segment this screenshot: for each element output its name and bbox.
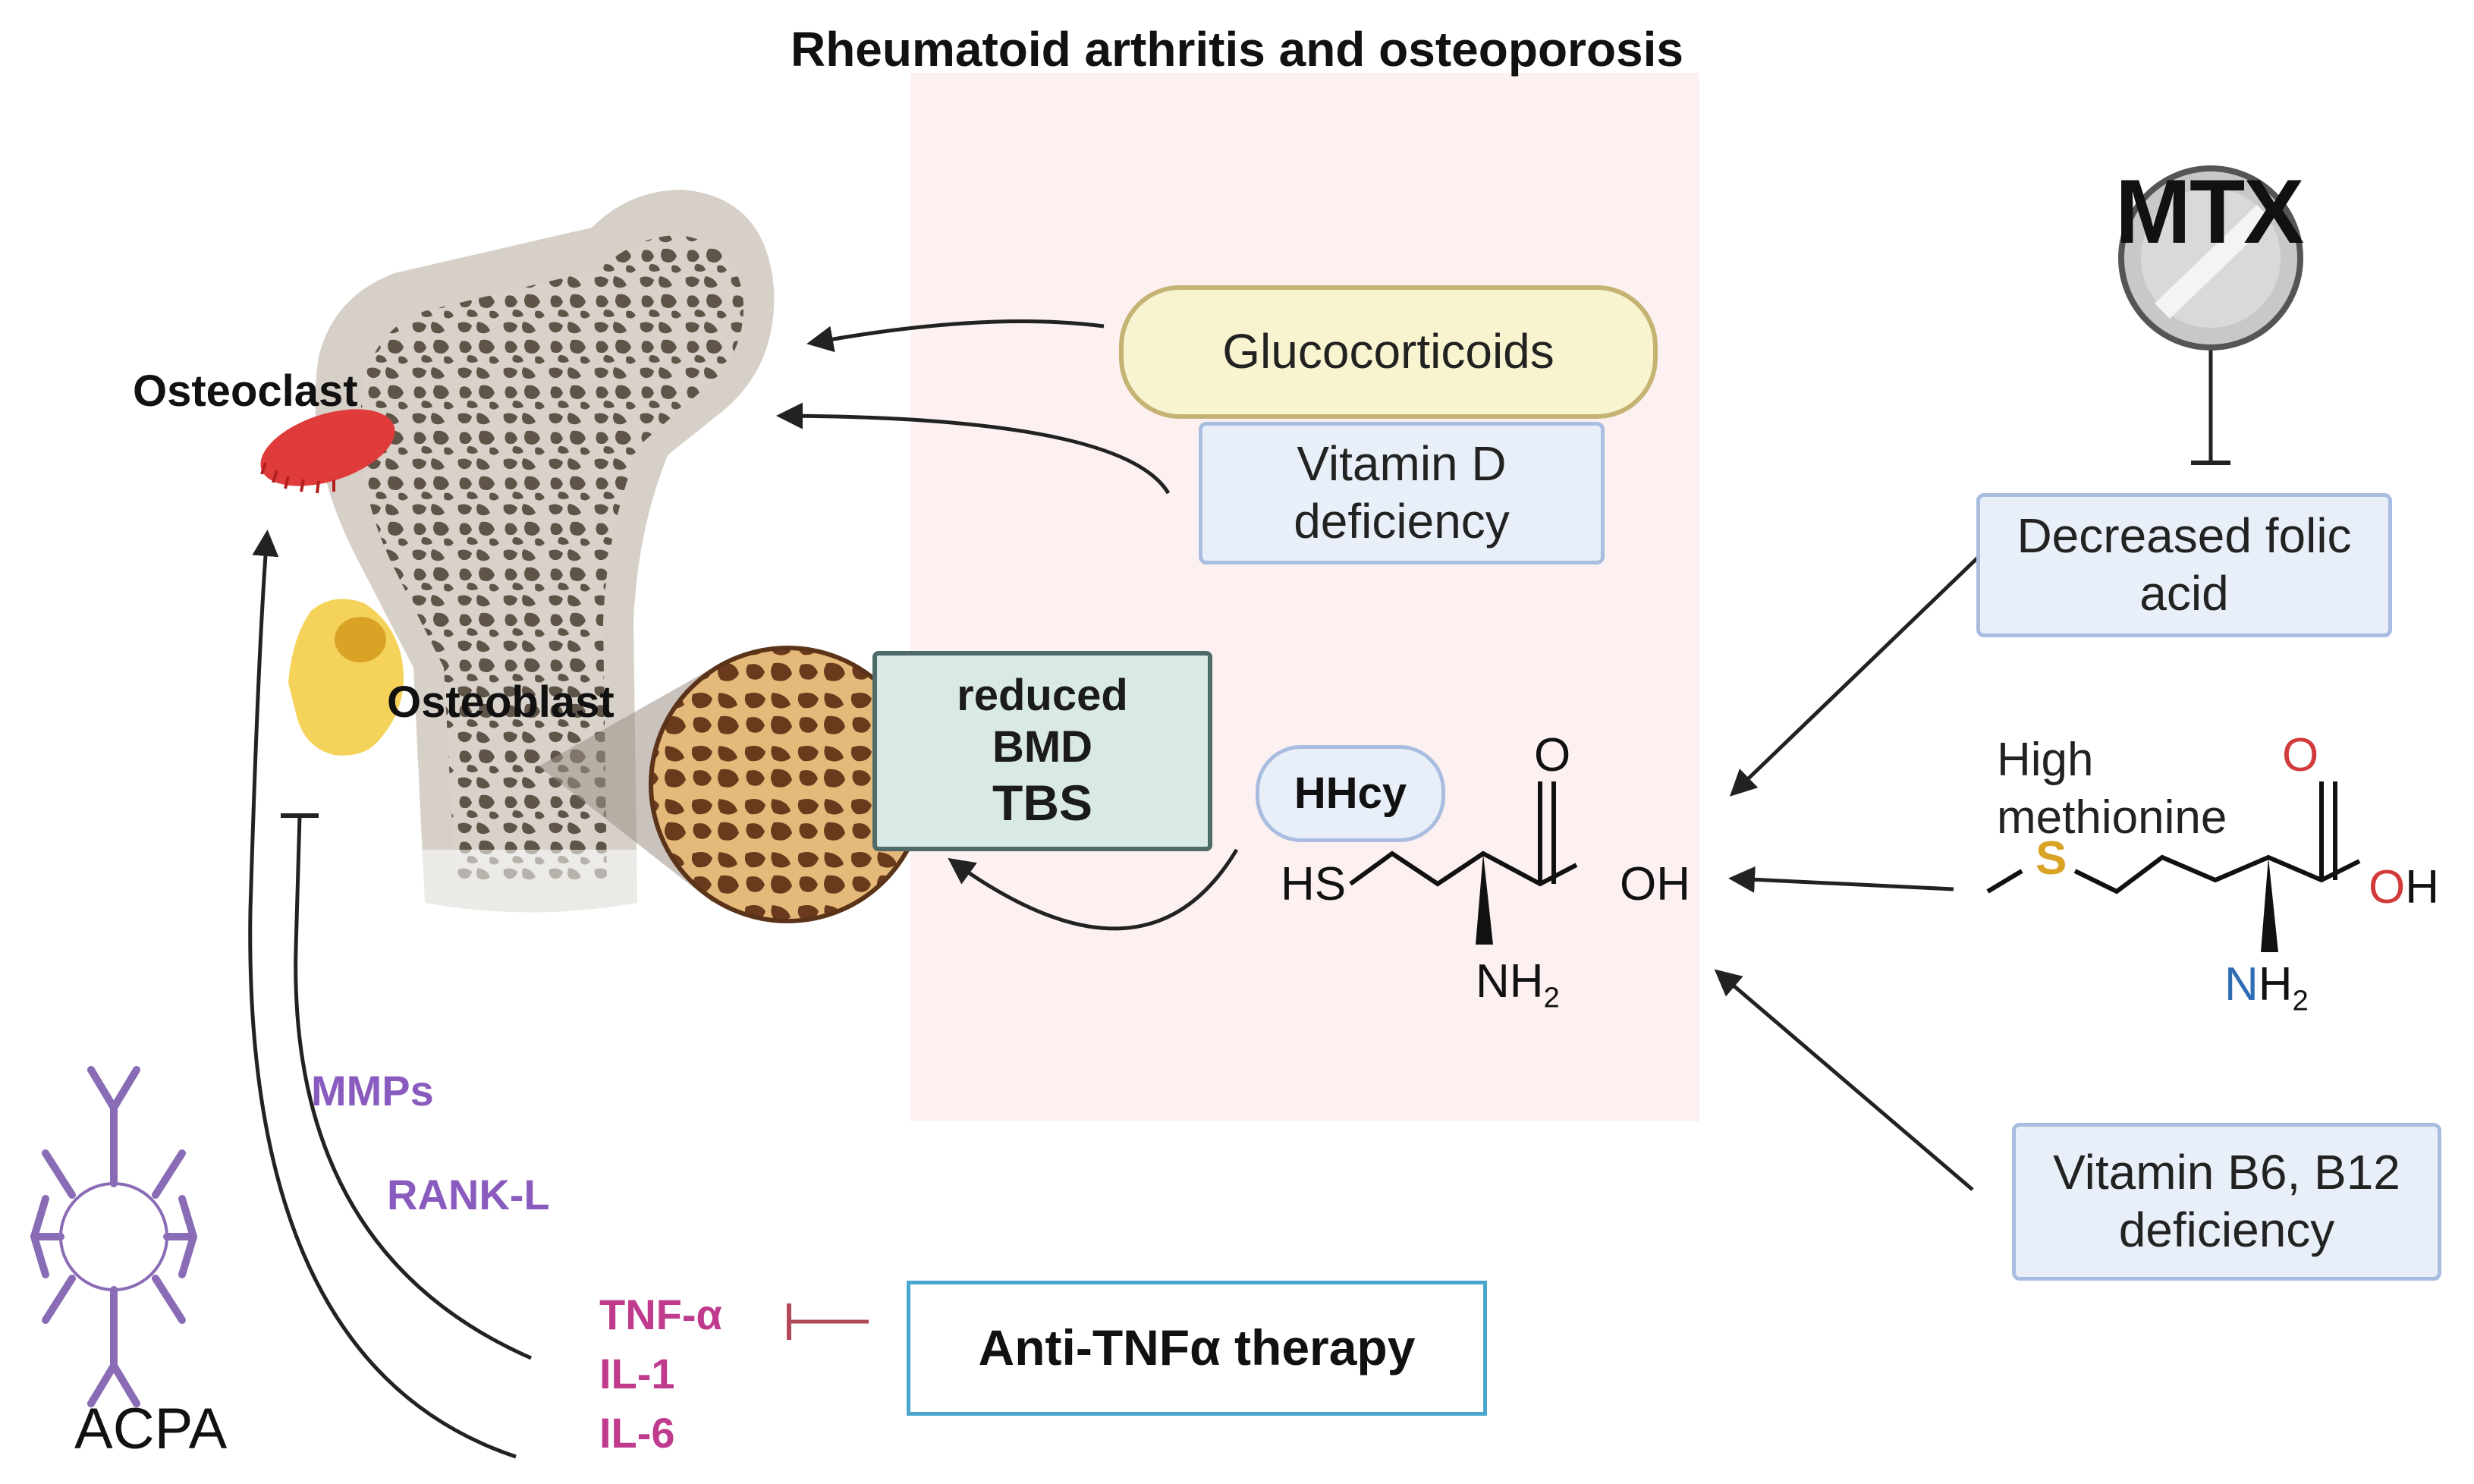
hcy-amine: NH2 (1476, 954, 1560, 1014)
rankl-label: RANK-L (387, 1171, 550, 1218)
vitamin-d-line2: deficiency (1294, 494, 1510, 549)
bone-line3: TBS (992, 774, 1092, 831)
il1-label: IL-1 (599, 1350, 675, 1398)
high-methionine-line1: High (1997, 734, 2094, 786)
hhcy-badge: HHcy (1256, 745, 1445, 842)
hcy-thiol: HS (1281, 858, 1347, 910)
vitamin-d-box: Vitamin D deficiency (1199, 422, 1605, 564)
glucocorticoids-label: Glucocorticoids (1222, 324, 1555, 379)
met-amine-h: H (2258, 958, 2293, 1011)
met-sulfur: S (2035, 832, 2067, 885)
homocysteine-structure (1349, 781, 1578, 887)
acpa-antibody-icon (30, 1066, 197, 1407)
vitamin-b-box: Vitamin B6, B12 deficiency (2012, 1123, 2441, 1281)
tnfa-label: TNF-α (599, 1291, 722, 1338)
met-hydroxyl-o: O (2369, 861, 2406, 913)
decreased-folic-acid-box: Decreased folic acid (1976, 493, 2392, 637)
arrow-vitb-hcy (1714, 969, 1974, 1191)
glucocorticoids-box: Glucocorticoids (1119, 285, 1658, 419)
il6-label: IL-6 (599, 1409, 675, 1457)
mmps-label: MMPs (311, 1067, 434, 1115)
osteoblast-cell (288, 599, 404, 756)
osteoclast-cell (260, 409, 395, 494)
anti-tnf-label: Anti-TNFα therapy (978, 1319, 1416, 1376)
reduced-bmd-tbs-box: reduced BMD TBS (872, 651, 1212, 851)
hcy-amine-sub: 2 (1543, 982, 1560, 1014)
decreased-folic-line2: acid (2139, 566, 2229, 621)
arrow-gluco (806, 319, 1105, 353)
anti-tnf-therapy-box: Anti-TNFα therapy (907, 1281, 1487, 1416)
met-amine: NH2 (2224, 957, 2309, 1017)
met-hydroxyl: OH (2369, 860, 2439, 914)
vitamin-d-line1: Vitamin D (1297, 436, 1507, 492)
mtx-tablet (2118, 165, 2303, 351)
arrow-vitd (776, 402, 1171, 495)
osteoclast-label: Osteoclast (133, 366, 358, 416)
hhcy-label: HHcy (1294, 768, 1407, 818)
high-methionine-line2: methionine (1997, 791, 2227, 844)
arrow-to-osteoclast (248, 530, 517, 1459)
hcy-oxygen: O (1534, 729, 1571, 781)
femur-bone (315, 190, 775, 933)
bone-line2: BMD (992, 722, 1093, 772)
met-amine-n: N (2224, 958, 2259, 1011)
bone-line1: reduced (957, 670, 1128, 720)
osteoblast-label: Osteoblast (387, 678, 615, 727)
hcy-hydroxyl: OH (1620, 858, 1690, 910)
hcy-amine-nh: NH (1476, 955, 1544, 1008)
arrow-hhcy-bone (948, 848, 1239, 931)
met-oxygen: O (2282, 729, 2319, 781)
pink-panel (910, 73, 1699, 1121)
arrow-folic-hcy (1729, 554, 1982, 797)
met-hydroxyl-h: H (2405, 861, 2440, 913)
decreased-folic-line1: Decreased folic (2017, 508, 2352, 564)
vitamin-b-line2: deficiency (2118, 1203, 2335, 1257)
met-amine-sub: 2 (2292, 985, 2309, 1017)
methionine-structure (1986, 781, 2361, 894)
mtx-label: MTX (2115, 161, 2304, 263)
vitamin-b-line1: Vitamin B6, B12 (2053, 1145, 2400, 1200)
inhibit-osteoblast (294, 815, 533, 1360)
acpa-label: ACPA (74, 1397, 228, 1461)
diagram-title: Rheumatoid arthritis and osteoporosis (790, 22, 1684, 77)
arrow-meth-hcy (1728, 866, 1954, 893)
